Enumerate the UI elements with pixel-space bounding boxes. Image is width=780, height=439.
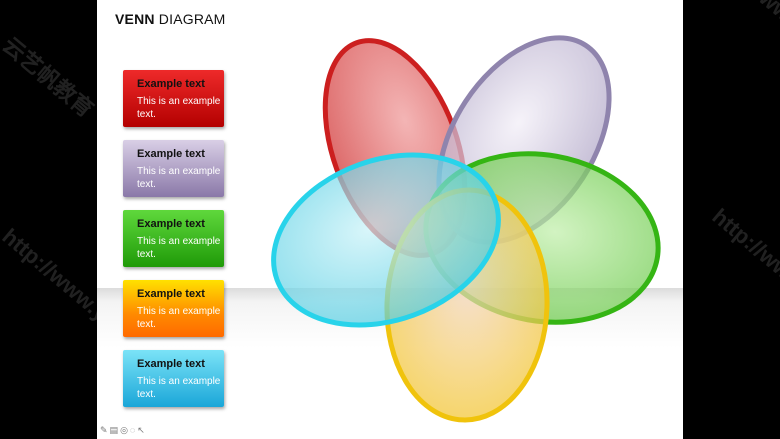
watermark: http://www.yzfjy.com — [707, 203, 780, 362]
slide-toolbar: ✎▤◎◌↖ — [100, 425, 147, 436]
example-card-green: Example text This is an example text. — [123, 210, 224, 267]
watermark: http://www.yzfjy.com — [707, 0, 780, 104]
card-text: This is an example text. — [137, 166, 221, 190]
slide: VENN DIAGRAM Example text This is an exa… — [97, 0, 683, 439]
card-text: This is an example text. — [137, 96, 221, 120]
pointer-icon[interactable]: ↖ — [137, 425, 147, 435]
example-card-orange: Example text This is an example text. — [123, 280, 224, 337]
slides-icon[interactable]: ▤ — [109, 425, 121, 435]
page-title: VENN DIAGRAM — [115, 11, 226, 27]
venn-diagram — [271, 35, 661, 423]
card-heading: Example text — [137, 288, 205, 300]
pen-icon[interactable]: ✎ — [100, 425, 110, 435]
card-heading: Example text — [137, 148, 205, 160]
zoom-icon[interactable]: ◎ — [120, 425, 130, 435]
card-heading: Example text — [137, 78, 205, 90]
example-card-red: Example text This is an example text. — [123, 70, 224, 127]
card-heading: Example text — [137, 218, 205, 230]
card-text: This is an example text. — [137, 376, 221, 400]
venn-ellipse-cyan — [271, 152, 501, 328]
card-heading: Example text — [137, 358, 205, 370]
example-card-purple: Example text This is an example text. — [123, 140, 224, 197]
card-text: This is an example text. — [137, 306, 221, 330]
settings-icon[interactable]: ◌ — [129, 425, 138, 435]
watermark: 云艺帆教育 — [0, 32, 99, 123]
card-text: This is an example text. — [137, 236, 221, 260]
example-card-cyan: Example text This is an example text. — [123, 350, 224, 407]
